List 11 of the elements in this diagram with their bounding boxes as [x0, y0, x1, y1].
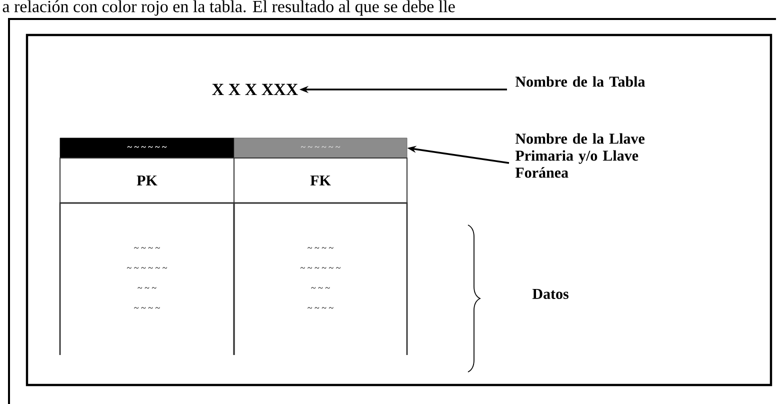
data-cell: ~ ~ ~ ~ ~ ~ ~ ~ ~ ~ ~ ~ ~ ~ ~ ~ ~ [233, 202, 408, 355]
key-name-cell: ~ ~ ~ ~ ~ ~ [234, 138, 408, 158]
callout-text: Datos [532, 289, 568, 299]
data-cell: ~ ~ ~ ~ ~ ~ ~ ~ ~ ~ ~ ~ ~ ~ ~ ~ ~ [59, 202, 235, 355]
callout-text: Nombre de la Llave Primaria y/o Llave Foránea [515, 133, 645, 178]
table-name: X X X XXX [212, 84, 298, 96]
key-name-cell: ~ ~ ~ ~ ~ ~ [60, 138, 234, 158]
cut-text: a relación con color rojo en la tabla. El resultado al que se debe lle [2, 0, 455, 16]
callout-text: Nombre de la Tabla [515, 76, 645, 87]
key-type-cell: FK [234, 158, 408, 204]
key-type-cell: PK [60, 158, 234, 204]
